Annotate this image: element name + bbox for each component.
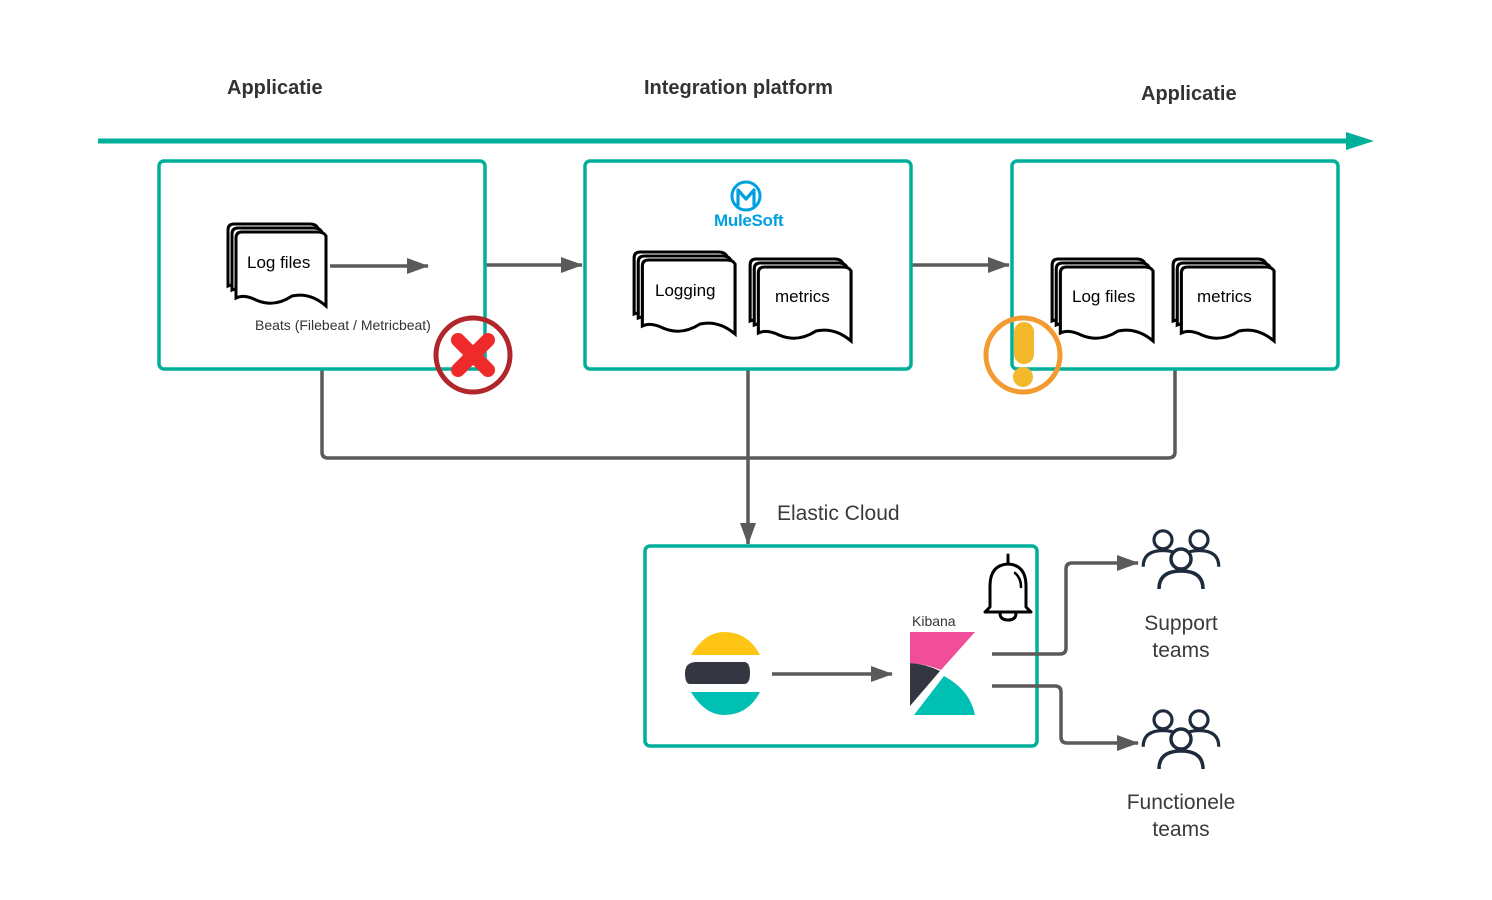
integration-platform-box	[583, 159, 913, 371]
timeline-arrowhead	[1346, 132, 1374, 150]
kibana-label: Kibana	[912, 613, 956, 629]
arrow-to-support-teams	[992, 555, 1139, 656]
functionele-teams-label: Functionele teams	[1111, 789, 1251, 843]
arrow-to-functionele-teams	[992, 684, 1139, 751]
support-teams-label: Support teams	[1121, 610, 1241, 664]
warning-exclamation-icon	[983, 315, 1063, 395]
support-teams-line2: teams	[1152, 639, 1210, 662]
source-app-box	[157, 159, 487, 371]
elastic-cloud-label: Elastic Cloud	[777, 502, 900, 525]
header-right-application: Applicatie	[1141, 83, 1237, 105]
support-teams-line1: Support	[1144, 612, 1218, 635]
header-left-application: Applicatie	[227, 77, 323, 99]
mulesoft-logo-icon	[730, 180, 762, 212]
metrics-label: metrics	[775, 287, 830, 306]
error-x-icon	[433, 315, 513, 395]
beats-caption: Beats (Filebeat / Metricbeat)	[255, 317, 431, 333]
mulesoft-logo-text: MuleSoft	[714, 211, 784, 230]
elasticsearch-logo-icon	[685, 632, 760, 715]
target-log-files-label: Log files	[1072, 287, 1136, 306]
logging-label: Logging	[655, 281, 716, 300]
support-teams-people-icon	[1141, 529, 1221, 591]
elastic-cloud-box	[643, 544, 1039, 748]
bell-icon	[983, 553, 1033, 622]
functionele-teams-line2: teams	[1152, 818, 1210, 841]
target-app-box	[1010, 159, 1340, 371]
functionele-teams-people-icon	[1141, 709, 1221, 771]
kibana-logo-icon	[910, 632, 975, 715]
log-files-label: Log files	[247, 253, 311, 272]
header-integration-platform: Integration platform	[644, 77, 833, 99]
target-metrics-label: metrics	[1197, 287, 1252, 306]
functionele-teams-line1: Functionele	[1126, 791, 1236, 814]
